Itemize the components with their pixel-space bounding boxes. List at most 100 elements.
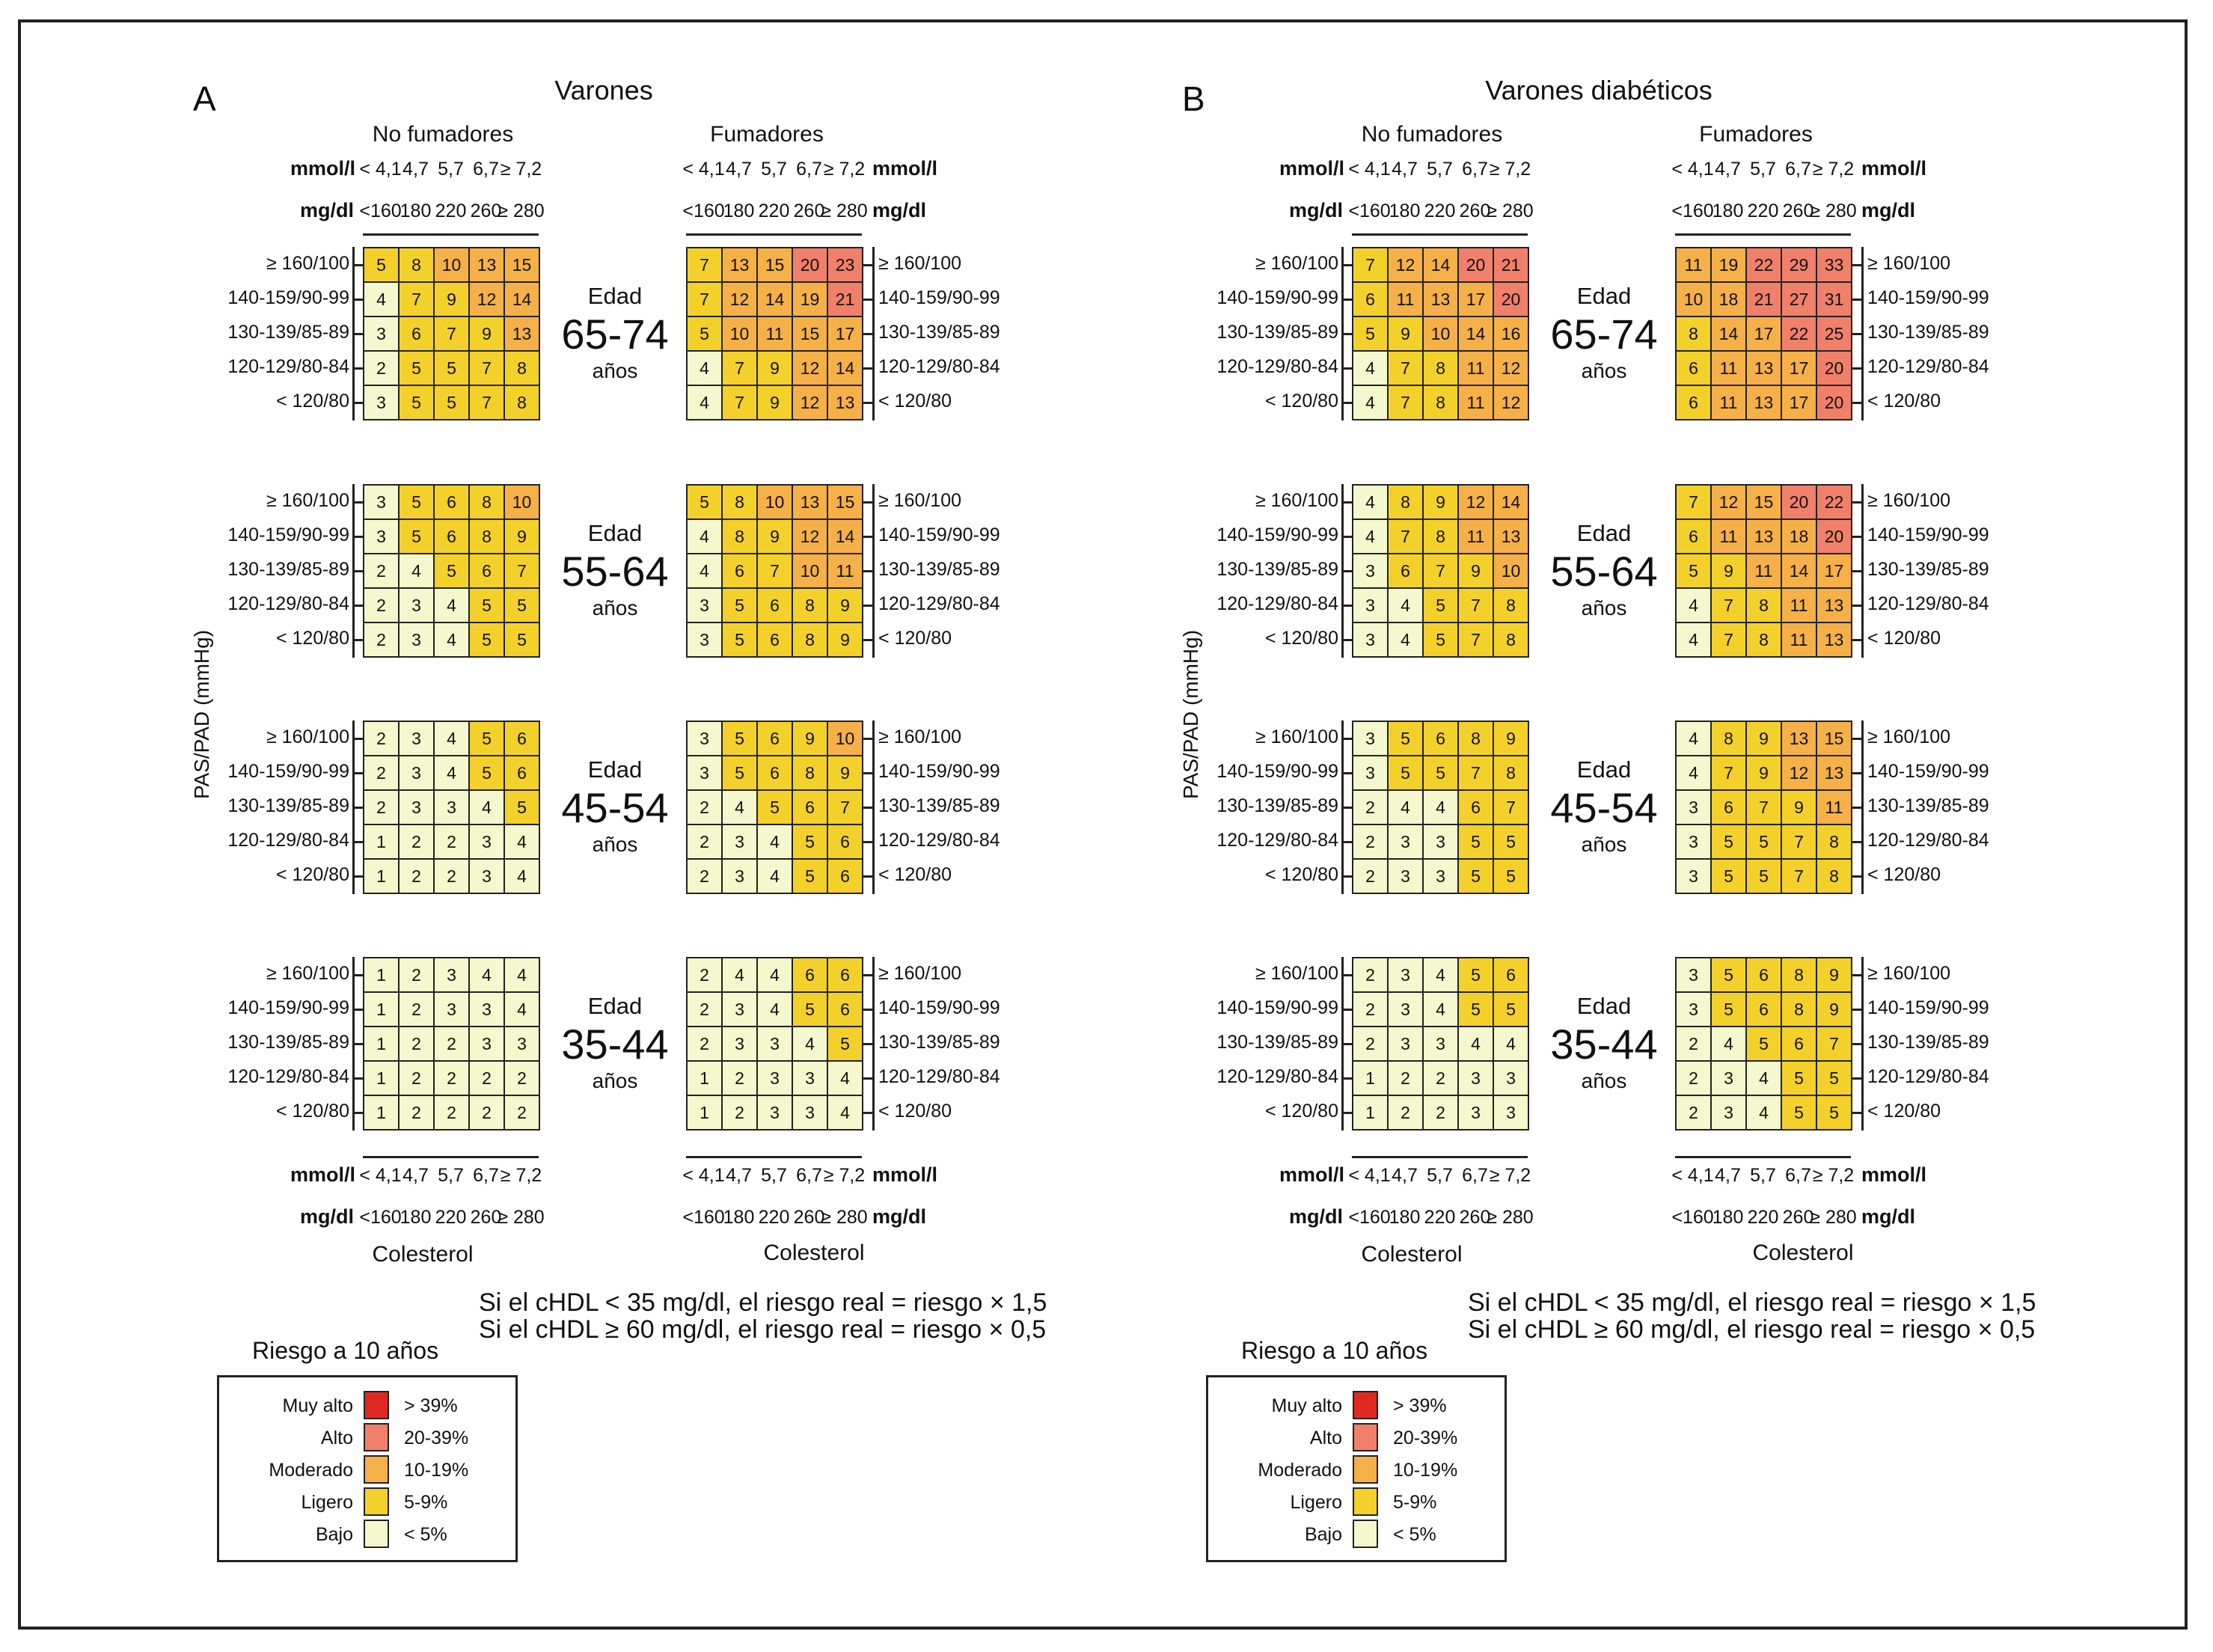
risk-cell: 8 — [721, 518, 758, 554]
bp-tick — [863, 1043, 874, 1045]
risk-cell: 19 — [1710, 247, 1747, 283]
risk-cell: 9 — [827, 755, 863, 791]
bp-tick — [1852, 875, 1863, 878]
risk-cell: 3 — [1387, 1026, 1424, 1062]
legend-title: Riesgo a 10 años — [252, 1337, 439, 1364]
risk-cell: 5 — [1745, 858, 1782, 894]
risk-cell: 5 — [503, 789, 540, 825]
risk-cell: 7 — [1457, 587, 1494, 623]
nonsmoker-x-label: Colesterol — [1361, 1242, 1463, 1267]
risk-cell: 5 — [468, 587, 505, 623]
risk-cell: 13 — [468, 247, 505, 283]
risk-cell: 11 — [1710, 518, 1747, 554]
bp-tick — [1852, 299, 1863, 301]
smoker-top-unit-mmol: mmol/l — [1861, 157, 1927, 180]
bp-row-label: 130-139/85-89 — [1216, 795, 1338, 816]
risk-cell: 2 — [1422, 1095, 1459, 1131]
risk-cell: 2 — [398, 1060, 435, 1096]
risk-cell: 23 — [827, 247, 863, 283]
bp-tick — [1341, 1009, 1352, 1011]
risk-cell: 3 — [1493, 1095, 1529, 1131]
bp-row-label: 120-129/80-84 — [227, 1066, 349, 1087]
bp-row-label: ≥ 160/100 — [266, 963, 349, 984]
risk-cell: 2 — [503, 1095, 540, 1131]
bp-row-label: < 120/80 — [878, 864, 952, 885]
bp-row-label: < 120/80 — [878, 1101, 952, 1122]
nonsmoker-top-mmol-tick: < 4,1 — [1348, 159, 1391, 180]
bp-row-label: ≥ 160/100 — [266, 253, 349, 274]
bp-row-label: 140-159/90-99 — [1867, 997, 1989, 1018]
risk-cell: 12 — [792, 385, 828, 420]
age-range-label: 35-44 — [1550, 1021, 1658, 1068]
bp-row-label: 120-129/80-84 — [1216, 830, 1338, 851]
bp-row-label: < 120/80 — [1867, 628, 1941, 649]
risk-cell: 2 — [398, 1095, 435, 1131]
legend-swatch — [364, 1391, 389, 1419]
nonsmoker-bottom-mg-tick: 220 — [435, 1207, 467, 1228]
risk-cell: 8 — [503, 350, 540, 386]
risk-cell: 3 — [1387, 858, 1424, 894]
risk-cell: 3 — [1352, 553, 1389, 589]
bp-tick — [352, 402, 363, 404]
risk-cell: 14 — [1493, 484, 1529, 520]
bp-tick — [1852, 1009, 1863, 1011]
smoker-top-mg-tick: 260 — [793, 201, 825, 221]
risk-cell: 9 — [503, 518, 540, 554]
risk-cell: 9 — [1745, 755, 1782, 791]
risk-cell: 3 — [686, 721, 723, 756]
risk-cell: 5 — [398, 350, 435, 386]
smoker-bottom-mmol-tick: ≥ 7,2 — [823, 1165, 866, 1186]
risk-cell: 6 — [503, 721, 540, 756]
nonsmoker-bottom-mmol-tick: ≥ 7,2 — [500, 1165, 542, 1186]
smoker-x-label: Colesterol — [1752, 1240, 1854, 1265]
risk-cell: 7 — [1781, 824, 1817, 860]
risk-cell: 7 — [1493, 789, 1529, 825]
risk-cell: 5 — [721, 755, 758, 791]
bp-tick — [863, 501, 874, 504]
age-edad-label: Edad — [1576, 756, 1632, 783]
risk-cell: 4 — [1493, 1026, 1529, 1062]
risk-cell: 11 — [1816, 789, 1852, 825]
risk-cell: 9 — [1816, 957, 1852, 993]
bp-row-label: ≥ 160/100 — [266, 726, 349, 747]
risk-cell: 25 — [1816, 316, 1852, 352]
nonsmoker-top-mg-tick: <160 — [359, 201, 402, 221]
nonsmoker-top-mg-tick: 260 — [470, 201, 502, 221]
risk-cell: 6 — [1493, 957, 1529, 993]
bp-row-label: 120-129/80-84 — [1867, 356, 1989, 377]
risk-cell: 10 — [792, 553, 828, 589]
risk-cell: 4 — [1422, 957, 1459, 993]
bp-row-label: 140-159/90-99 — [227, 761, 349, 782]
risk-cell: 8 — [468, 518, 505, 554]
risk-cell: 13 — [503, 316, 540, 352]
risk-cell: 12 — [792, 350, 828, 386]
risk-cell: 15 — [1816, 721, 1852, 756]
risk-cell: 7 — [1457, 622, 1494, 658]
smoker-top-unit-mg: mg/dl — [1861, 199, 1915, 221]
risk-cell: 4 — [1745, 1095, 1782, 1131]
risk-cell: 6 — [756, 755, 793, 791]
risk-cell: 12 — [1781, 755, 1817, 791]
bp-tick — [352, 1077, 363, 1080]
legend-swatch — [364, 1455, 389, 1484]
risk-cell: 31 — [1816, 281, 1852, 317]
risk-cell: 3 — [1422, 858, 1459, 894]
risk-cell: 12 — [468, 281, 505, 317]
risk-cell: 5 — [363, 247, 400, 283]
risk-cell: 7 — [1387, 385, 1424, 420]
risk-cell: 2 — [398, 991, 435, 1027]
bp-row-label: ≥ 160/100 — [878, 253, 962, 274]
risk-cell: 5 — [1352, 316, 1389, 352]
nonsmoker-top-unit-mg: mg/dl — [1289, 199, 1343, 221]
risk-cell: 17 — [1457, 281, 1494, 317]
risk-cell: 14 — [827, 350, 863, 386]
risk-cell: 2 — [433, 1060, 470, 1096]
risk-cell: 5 — [721, 622, 758, 658]
risk-cell: 3 — [398, 721, 435, 756]
age-range-label: 45-54 — [561, 784, 669, 831]
nonsmoker-top-mg-tick: ≥ 280 — [498, 201, 545, 221]
risk-cell: 13 — [1493, 518, 1529, 554]
bp-row-label: 130-139/85-89 — [227, 559, 349, 580]
age-edad-label: Edad — [1576, 520, 1632, 546]
risk-cell: 4 — [756, 824, 793, 860]
